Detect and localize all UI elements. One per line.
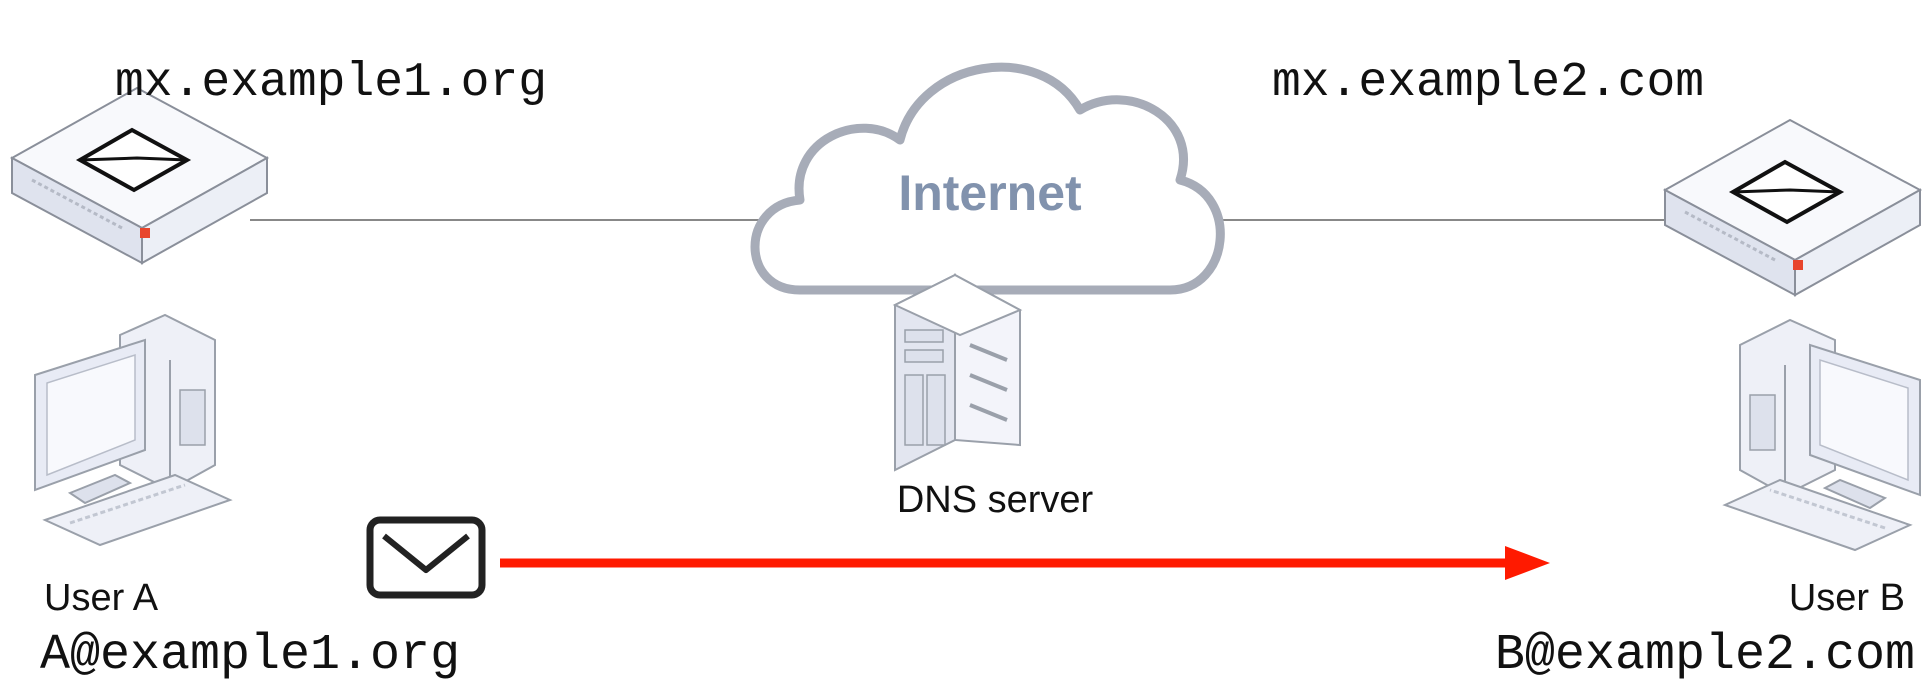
user-a-label: User A <box>44 577 159 619</box>
mx-left-label: mx.example1.org <box>115 56 547 110</box>
envelope-icon <box>75 127 192 193</box>
arrow-right-icon <box>500 546 1550 580</box>
user-a-address: A@example1.org <box>40 627 460 679</box>
desktop-computer-icon <box>34 313 233 547</box>
mail-server-icon <box>1662 118 1923 297</box>
cloud-icon <box>750 62 1225 295</box>
mx-right-label: mx.example2.com <box>1272 56 1704 110</box>
desktop-computer-icon <box>1722 318 1921 552</box>
mail-server-icon <box>9 86 270 265</box>
dns-server-label: DNS server <box>897 479 1094 521</box>
user-b-address: B@example2.com <box>1495 627 1915 679</box>
cloud-label: Internet <box>898 165 1082 221</box>
envelope-icon <box>1728 159 1845 225</box>
server-tower-icon <box>892 273 1023 472</box>
user-b-label: User B <box>1789 577 1905 619</box>
envelope-icon <box>366 516 486 599</box>
